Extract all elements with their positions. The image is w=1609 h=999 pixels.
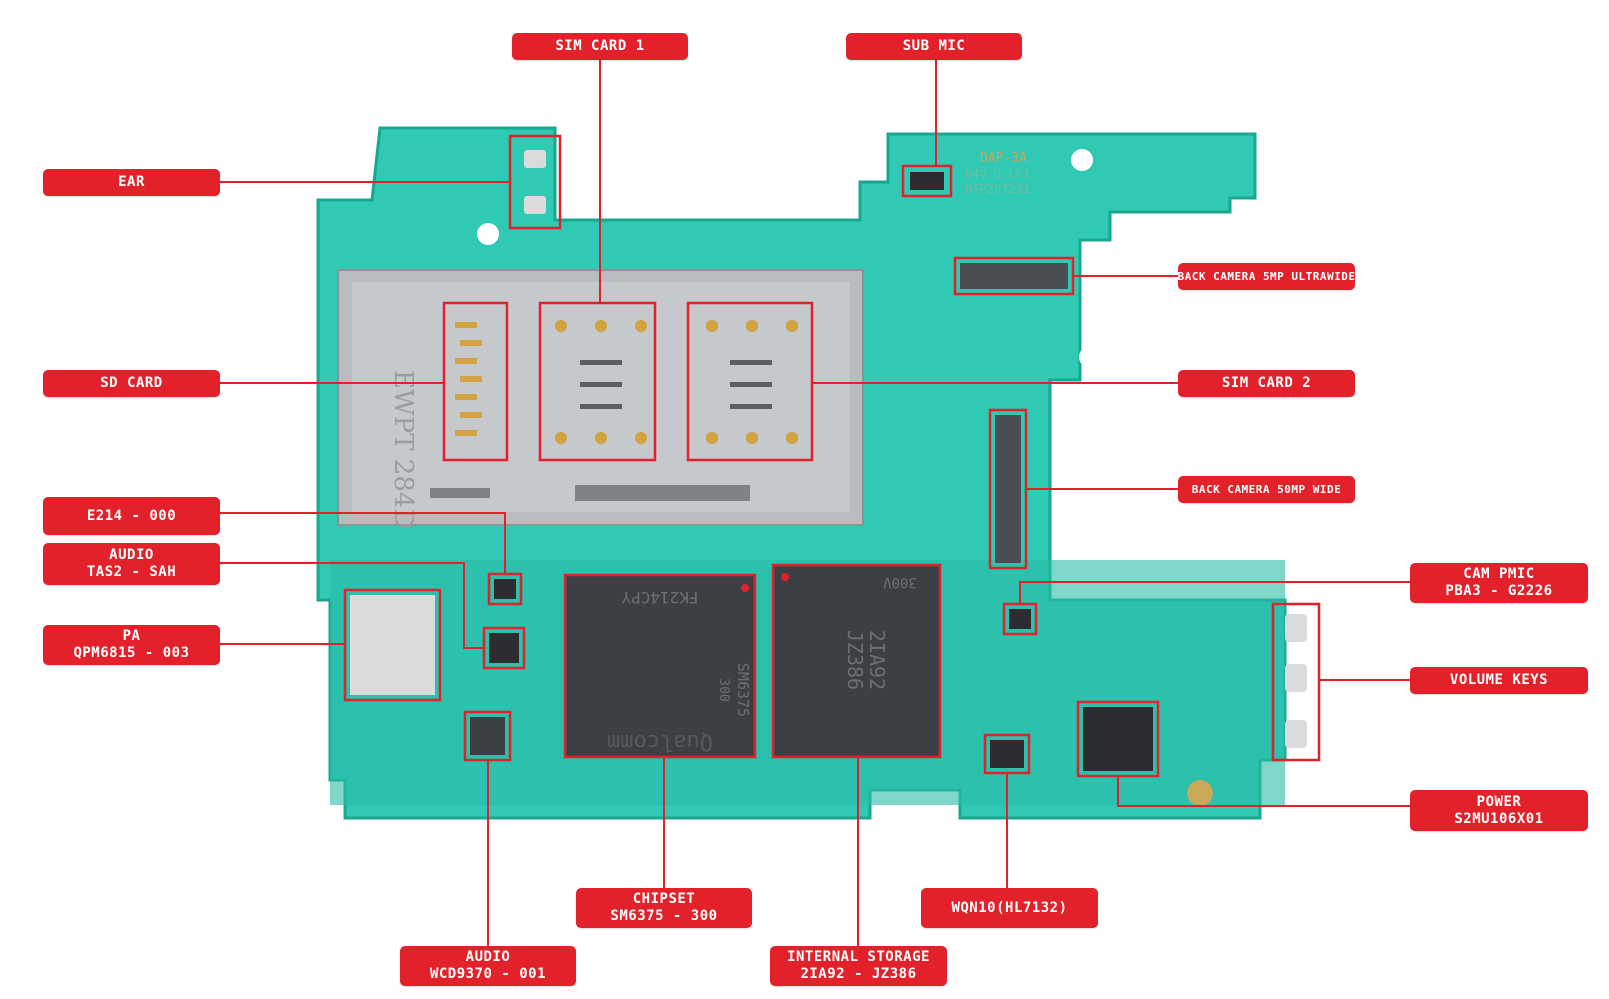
label-text: VOLUME KEYS: [1449, 672, 1549, 688]
label-back-camera-ultrawide: BACK CAMERA 5MP ULTRAWIDE: [1177, 263, 1356, 290]
sub-mic-highlight: [901, 164, 953, 198]
sim1-highlight: [538, 301, 657, 462]
label-line-2: PBA3 - G2226: [1445, 583, 1553, 599]
label-line-1: POWER: [1476, 793, 1522, 810]
sim-tray-inner: [352, 282, 850, 512]
label-line-2: SM6375 - 300: [610, 908, 718, 924]
label-volume-keys: VOLUME KEYS: [1410, 667, 1588, 694]
mount-hole: [477, 223, 499, 245]
label-audio-wcd: AUDIO WCD9370 - 001: [400, 946, 576, 986]
chipset-mark-sub: 300: [716, 678, 731, 701]
label-text: SUB MIC: [902, 38, 966, 54]
label-text: BACK CAMERA 5MP ULTRAWIDE: [1177, 270, 1356, 283]
pcb-num: DAP207231: [965, 182, 1030, 196]
chipset-pin1-dot: [741, 584, 749, 592]
ultrawide-connector: [960, 263, 1068, 289]
chipset-mark-model: SM6375: [734, 663, 752, 717]
label-sim-card-2: SIM CARD 2: [1178, 370, 1355, 397]
storage-mark-top: 300V: [883, 574, 917, 590]
label-text: E214 - 000: [86, 507, 177, 524]
label-text: BACK CAMERA 50MP WIDE: [1191, 483, 1342, 496]
label-line-1: CAM PMIC: [1463, 566, 1535, 582]
wqn10-chip: [990, 740, 1024, 768]
leader-e214: [220, 512, 506, 574]
sub-mic-component: [910, 172, 944, 190]
leader-cam-pmic: [1019, 581, 1410, 604]
sim2-highlight: [686, 301, 814, 462]
label-power: POWER S2MU106X01: [1410, 790, 1588, 831]
label-line-1: AUDIO: [465, 949, 511, 965]
label-text: SIM CARD 2: [1221, 375, 1312, 391]
storage-mark-model: 2IA92: [865, 630, 889, 690]
sim1-contacts: [555, 320, 647, 444]
sim2-contacts: [706, 320, 798, 444]
label-line-2: TAS2 - SAH: [86, 564, 177, 580]
storage-mark-sub: JZ386: [843, 630, 867, 690]
storage-pin1-dot: [781, 573, 789, 581]
wide-connector: [995, 415, 1021, 563]
label-internal-storage: INTERNAL STORAGE 2IA92 - JZ386: [770, 946, 947, 986]
label-wqn10: WQN10(HL7132): [921, 888, 1098, 928]
leader-power: [1117, 776, 1410, 807]
chipset-brand: Qualcomm: [607, 729, 713, 754]
tray-slot: [575, 485, 750, 501]
label-audio-tas2: AUDIO TAS2 - SAH: [43, 543, 220, 585]
pcb-rev: 04V-0 LP1: [965, 167, 1030, 181]
label-sub-mic: SUB MIC: [846, 33, 1022, 60]
pcb-code: DAP-3A: [980, 151, 1027, 166]
sd-card-highlight: [442, 301, 509, 462]
pa-shield: [350, 595, 435, 695]
storage-chip: [771, 563, 942, 759]
label-chipset: CHIPSET SM6375 - 300: [576, 888, 752, 928]
audio-tas2-chip: [489, 633, 519, 663]
ear-contacts: [524, 150, 546, 214]
volume-keys-highlight: [1271, 602, 1321, 762]
tray-slot: [430, 488, 490, 498]
mount-hole: [1071, 149, 1093, 171]
audio-wcd-chip: [470, 717, 505, 755]
sd-card-contacts: [455, 322, 482, 436]
label-line-1: AUDIO: [109, 547, 154, 563]
label-sim-card-1: SIM CARD 1: [512, 33, 688, 60]
mount-hole: [1187, 780, 1213, 806]
label-line-1: INTERNAL STORAGE: [787, 949, 930, 965]
label-text: WQN10(HL7132): [951, 899, 1068, 916]
label-back-camera-wide: BACK CAMERA 50MP WIDE: [1178, 476, 1355, 503]
label-sd-card: SD CARD: [43, 370, 220, 397]
label-e214: E214 - 000: [43, 497, 220, 535]
mount-hole: [1079, 346, 1101, 368]
leader-audio-tas2: [220, 562, 484, 649]
label-ear: EAR: [43, 169, 220, 196]
label-text: EAR: [118, 174, 145, 190]
label-line-1: CHIPSET: [632, 891, 696, 907]
volume-key-pads: [1285, 614, 1307, 748]
cam-pmic-chip: [1009, 609, 1031, 629]
power-chip: [1083, 707, 1153, 771]
label-cam-pmic: CAM PMIC PBA3 - G2226: [1410, 563, 1588, 603]
chipset-mark-top: FK214CPY: [621, 588, 698, 607]
e214-chip: [494, 579, 516, 599]
label-text: SIM CARD 1: [555, 38, 645, 54]
label-text: SD CARD: [100, 375, 163, 391]
label-pa: PA QPM6815 - 003: [43, 625, 220, 665]
label-line-2: 2IA92 - JZ386: [800, 966, 917, 982]
label-line-2: WCD9370 - 001: [429, 966, 547, 982]
label-line-2: QPM6815 - 003: [73, 645, 190, 661]
tray-mark: EWPT 284D: [388, 370, 418, 529]
chipset-chip: [563, 573, 757, 759]
label-line-2: S2MU106X01: [1454, 810, 1544, 827]
label-line-1: PA: [122, 628, 141, 644]
